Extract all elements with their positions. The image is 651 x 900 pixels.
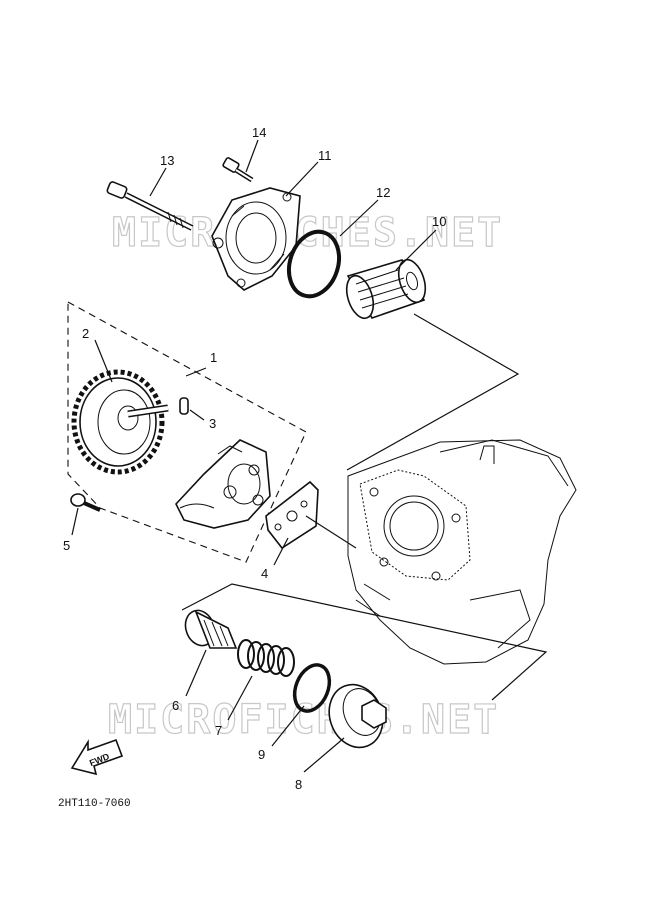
callout-11: 11 [318, 148, 332, 163]
filter-leader-line [346, 313, 520, 471]
callout-13: 13 [160, 153, 174, 168]
callout-2: 2 [82, 326, 89, 341]
bolt-13 [106, 181, 194, 231]
o-ring-12 [287, 229, 341, 299]
engine-crankcase [347, 439, 577, 665]
callout-12: 12 [376, 185, 390, 200]
screw-5 [70, 493, 101, 512]
drain-plug-8 [328, 683, 387, 749]
watermark-bottom: MICROFICHES.NET [108, 697, 499, 743]
callout-9: 9 [258, 747, 265, 762]
callout-5: 5 [63, 538, 70, 553]
callout-7: 7 [215, 723, 222, 738]
fwd-arrow: FWD [70, 738, 124, 776]
callout-leaders [71, 139, 437, 773]
drive-gear-2 [71, 369, 169, 475]
bolt-14 [222, 157, 254, 183]
oil-pump-assembly-outline [67, 301, 307, 563]
callout-1: 1 [210, 350, 217, 365]
diagram-code: 2HT110-7060 [58, 798, 131, 810]
oil-pump-body [175, 439, 271, 529]
callout-4: 4 [261, 566, 268, 581]
callout-10: 10 [432, 214, 446, 229]
callout-14: 14 [252, 125, 266, 140]
callout-6: 6 [172, 698, 179, 713]
gasket-4 [265, 480, 319, 550]
strainer-6 [184, 609, 238, 649]
filter-cover-11 [211, 187, 301, 291]
dowel-pin-3 [179, 397, 189, 415]
oil-filter-10 [345, 258, 427, 320]
o-ring-9 [292, 663, 332, 713]
drain-assembly-outline [181, 583, 548, 701]
callout-3: 3 [209, 416, 216, 431]
callout-8: 8 [295, 777, 302, 792]
spring-7 [237, 639, 295, 677]
